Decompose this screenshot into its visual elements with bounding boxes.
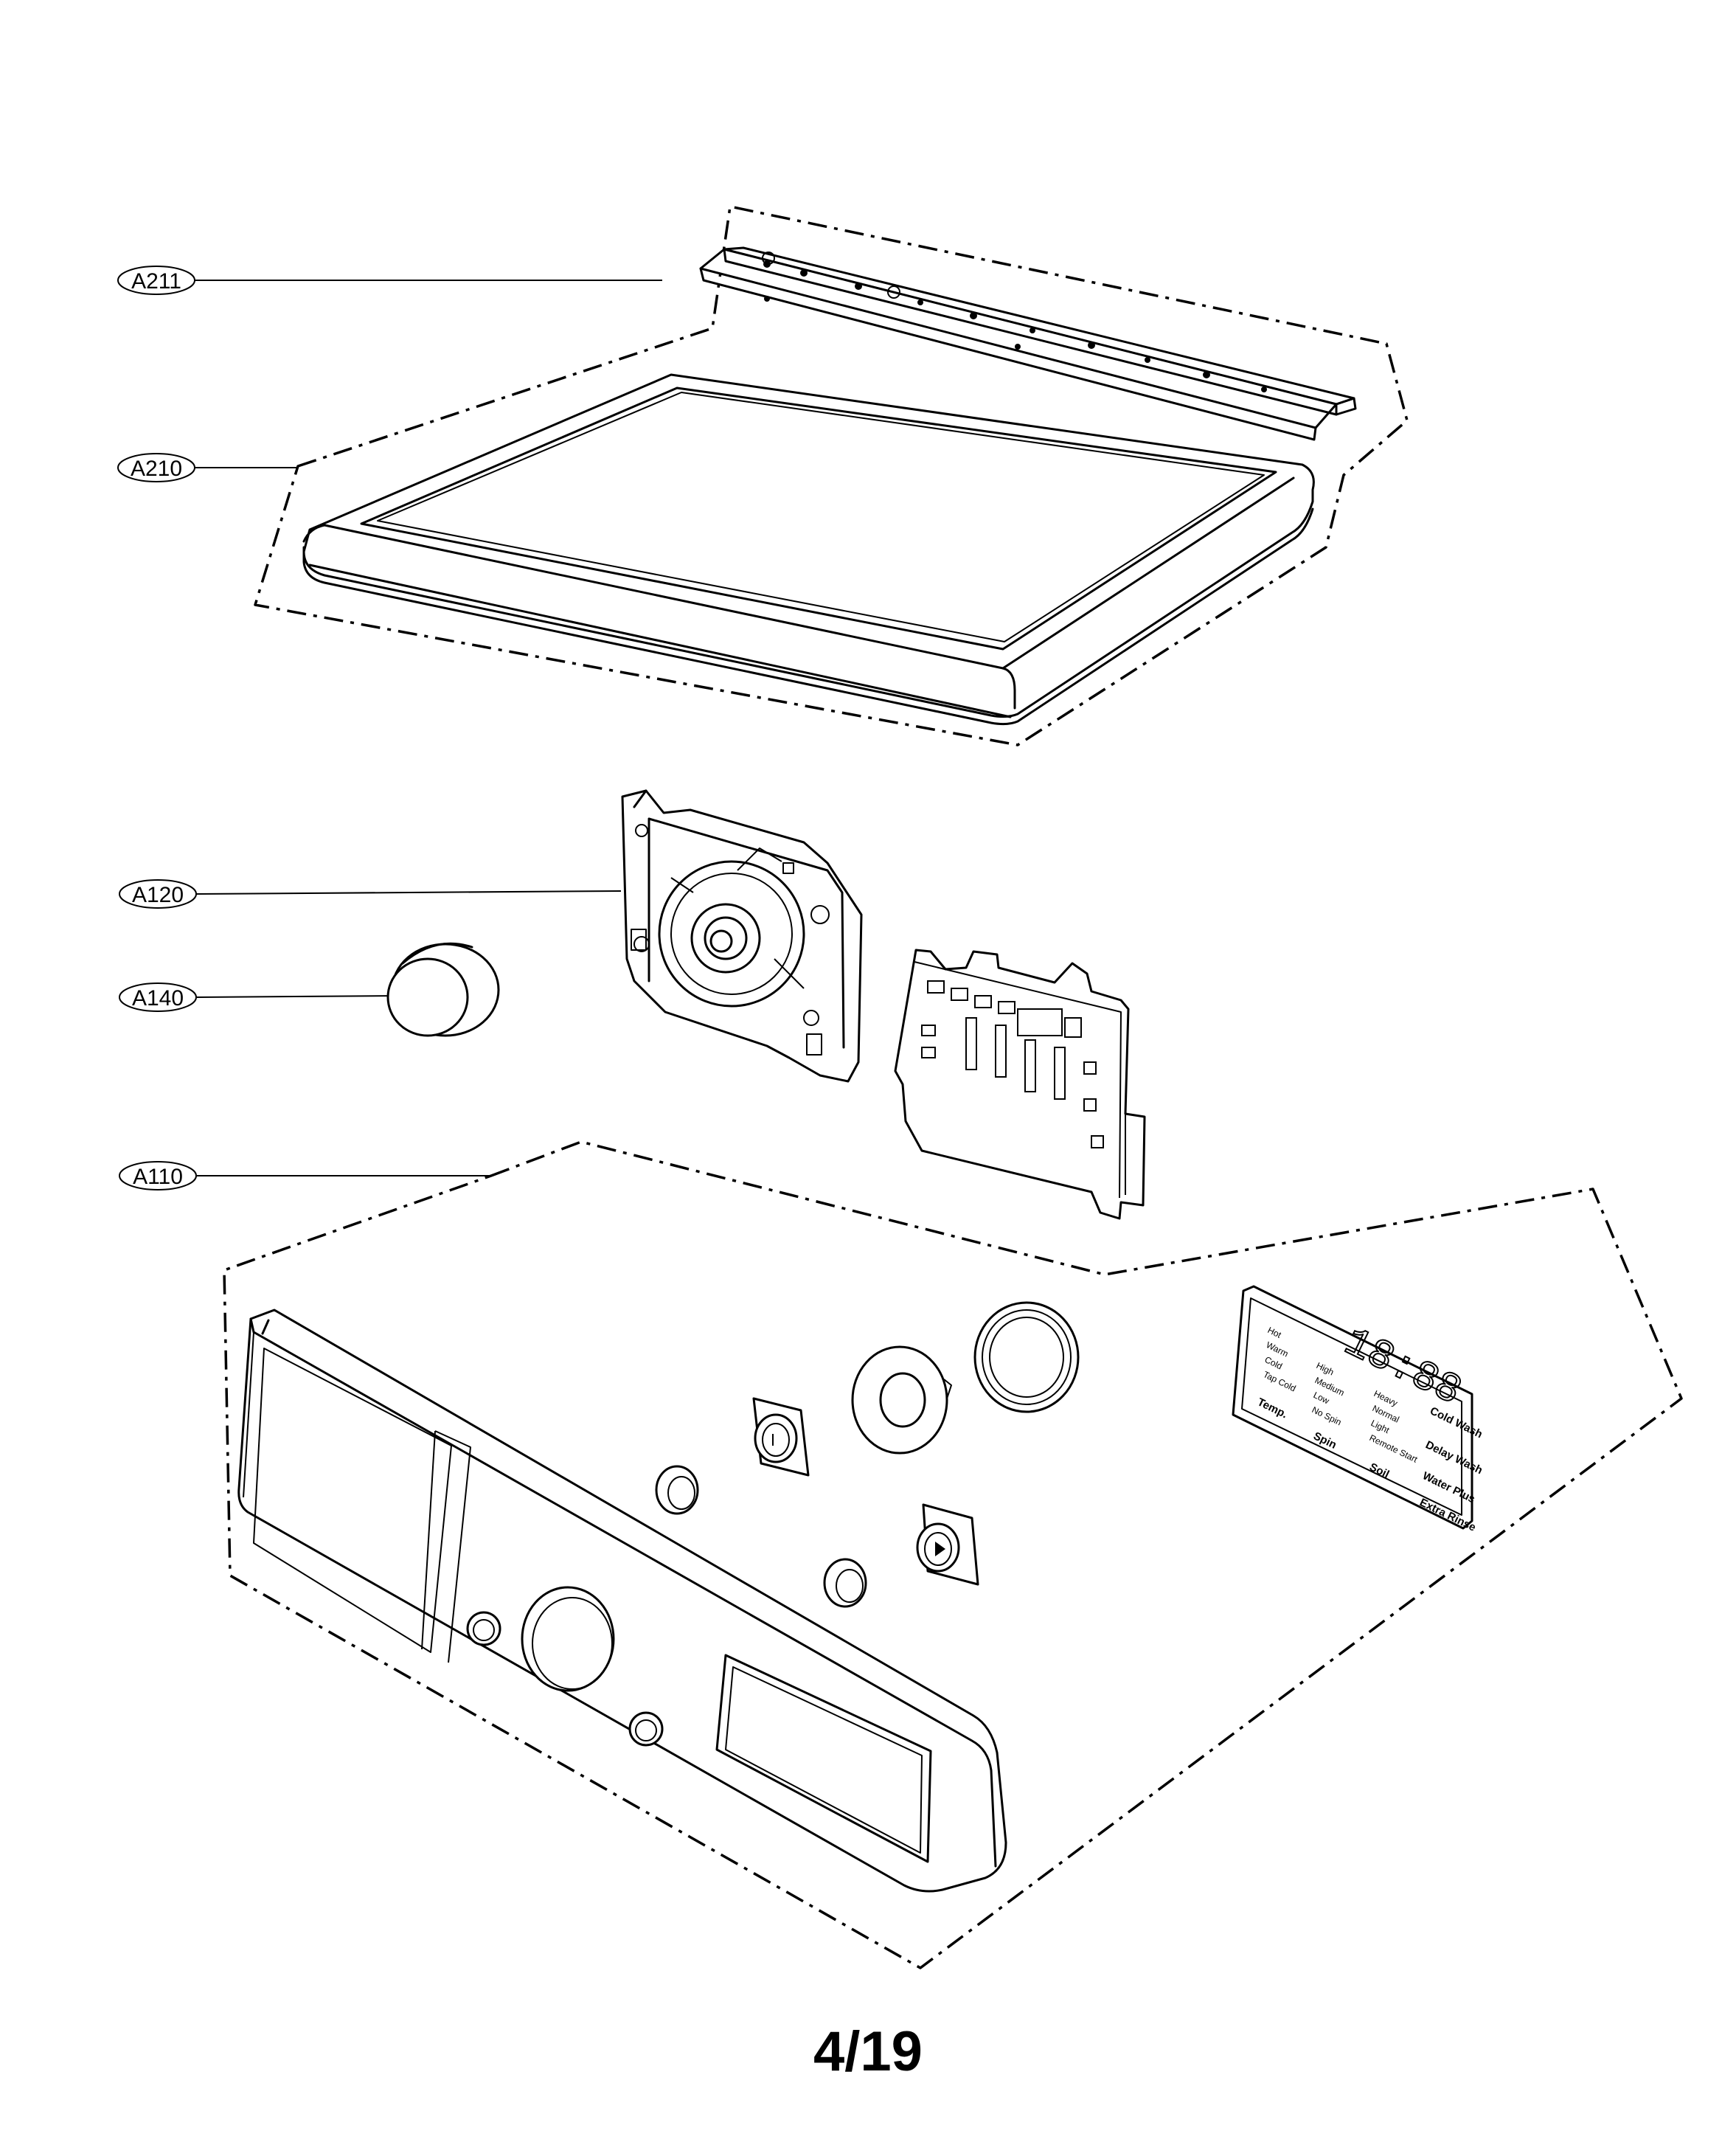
control-panel-boundary — [223, 1140, 1683, 1969]
display-pcb — [894, 949, 1146, 1220]
callout-a110-label: A110 — [133, 1165, 183, 1189]
start-button-part — [916, 1503, 979, 1586]
callout-a110[interactable]: A110 — [119, 1161, 491, 1190]
callout-a211[interactable]: A211 — [117, 266, 662, 295]
leader-line-a120 — [195, 890, 622, 895]
page-number: 4/19 — [813, 2020, 923, 2083]
control-panel-a110 — [237, 1309, 1007, 1893]
callout-a140[interactable]: A140 — [119, 982, 399, 1012]
top-bracket-a211 — [699, 246, 1357, 441]
display-decal: Hot Warm Cold Tap Cold Temp. High Medium… — [1232, 1285, 1485, 1534]
callout-a120[interactable]: A120 — [119, 879, 622, 909]
callout-a120-label: A120 — [132, 883, 184, 907]
callout-a140-label: A140 — [132, 986, 184, 1011]
leader-line-a140 — [195, 995, 399, 998]
knob-a140 — [386, 942, 500, 1037]
top-lid-a210 — [302, 373, 1315, 726]
callout-a210[interactable]: A210 — [117, 453, 298, 482]
controller-frame-a120 — [621, 789, 863, 1083]
button-cap-lower — [823, 1558, 867, 1608]
knob-ring-large — [973, 1301, 1080, 1413]
callout-a211-label: A211 — [131, 269, 181, 294]
button-cap-upper — [655, 1465, 699, 1515]
knob-bezel — [851, 1345, 952, 1455]
callout-a210-label: A210 — [131, 457, 182, 481]
power-button-part — [752, 1397, 810, 1477]
